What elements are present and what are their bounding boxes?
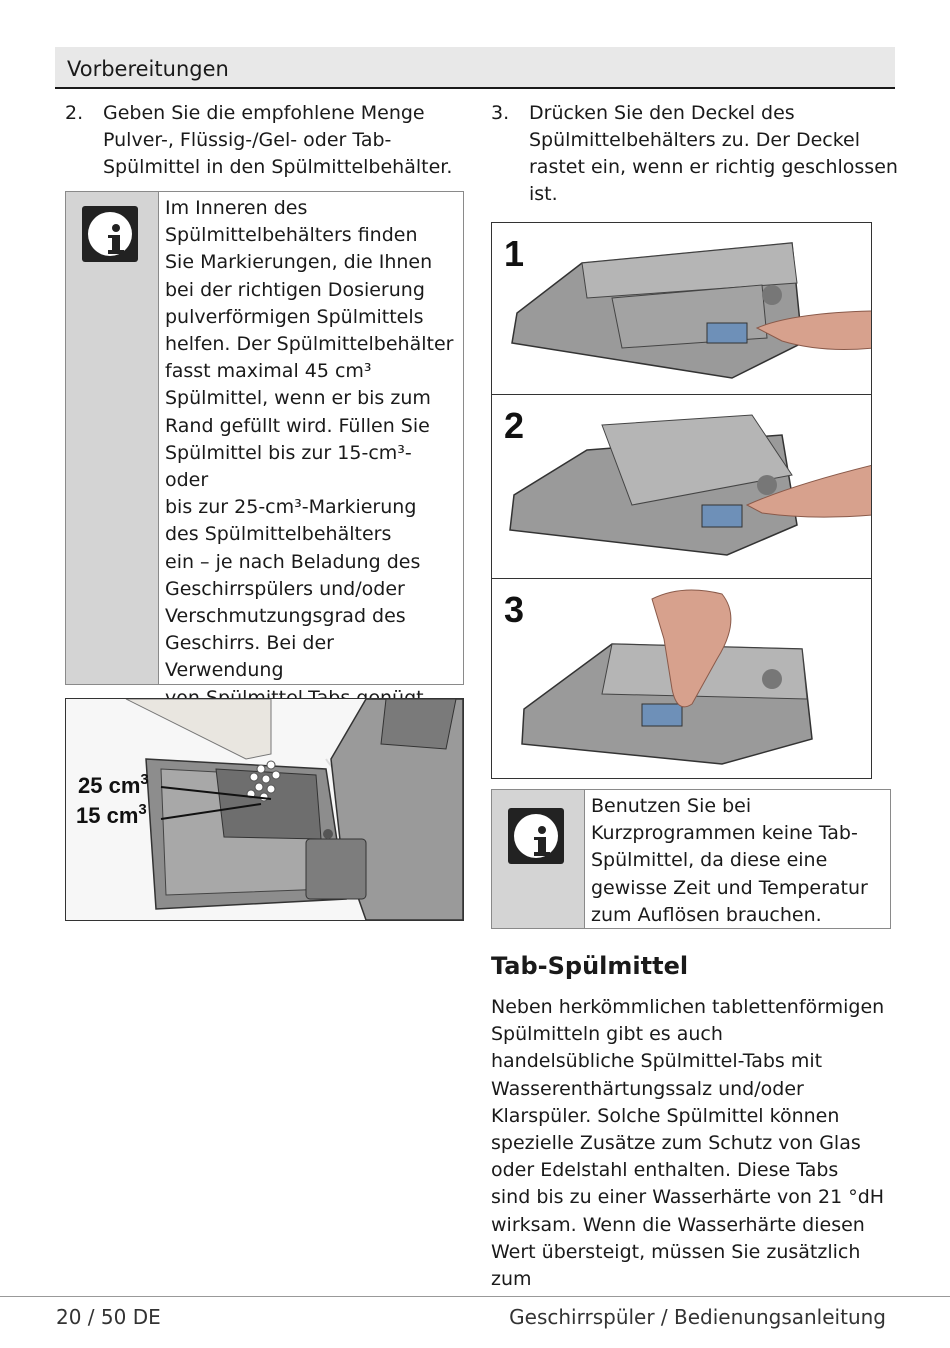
dosage-illustration: 25 cm3 15 cm3: [65, 698, 464, 921]
page-number: 20 / 50 DE: [56, 1305, 161, 1329]
panel-1-drawing: [511, 242, 871, 379]
section-title: Vorbereitungen: [67, 57, 229, 81]
label-15cm: 15 cm3: [76, 801, 147, 828]
step-2-text: Geben Sie die empfohlene Menge Pulver-, …: [103, 102, 453, 178]
step-3: 3. Drücken Sie den Deckel des Spülmittel…: [491, 100, 901, 212]
panel-number-1: 1: [504, 233, 525, 274]
panel-3-drawing: [521, 589, 813, 765]
step-3-text: Drücken Sie den Deckel des Spülmittelbeh…: [529, 102, 898, 205]
info-note-text: Im Inneren des Spülmittelbehälters finde…: [165, 197, 454, 736]
info-note-dosage: Im Inneren des Spülmittelbehälters finde…: [65, 191, 464, 736]
panel-2-drawing: [509, 414, 871, 556]
step-2-number: 2.: [65, 102, 84, 124]
section-header: Vorbereitungen: [55, 47, 895, 89]
panel-3: 3: [492, 579, 871, 778]
info-icon: [508, 808, 564, 864]
footer-divider: [0, 1296, 950, 1297]
document-title: Geschirrspüler / Bedienungsanleitung: [509, 1305, 886, 1329]
panel-1: 1: [492, 223, 871, 395]
info-icon: [82, 206, 138, 262]
info-bar: [66, 192, 159, 684]
info-bar: [492, 790, 585, 928]
label-25cm: 25 cm3: [78, 771, 149, 798]
section-heading-tab: Tab-Spülmittel: [491, 952, 689, 980]
info-note-text: Benutzen Sie bei Kurzprogrammen keine Ta…: [591, 795, 868, 926]
tab-paragraph: Neben herkömmlichen tablettenförmigen Sp…: [491, 996, 885, 1291]
step-3-number: 3.: [491, 102, 510, 124]
panel-number-3: 3: [504, 589, 525, 630]
closing-illustration: 1 2 3: [491, 222, 872, 779]
panel-number-2: 2: [504, 405, 525, 446]
info-note-short-programs: Benutzen Sie bei Kurzprogrammen keine Ta…: [491, 789, 891, 929]
panel-2: 2: [492, 395, 871, 579]
dispenser-open-drawing: 25 cm3 15 cm3: [66, 699, 463, 920]
step-2: 2. Geben Sie die empfohlene Menge Pulver…: [65, 100, 465, 185]
